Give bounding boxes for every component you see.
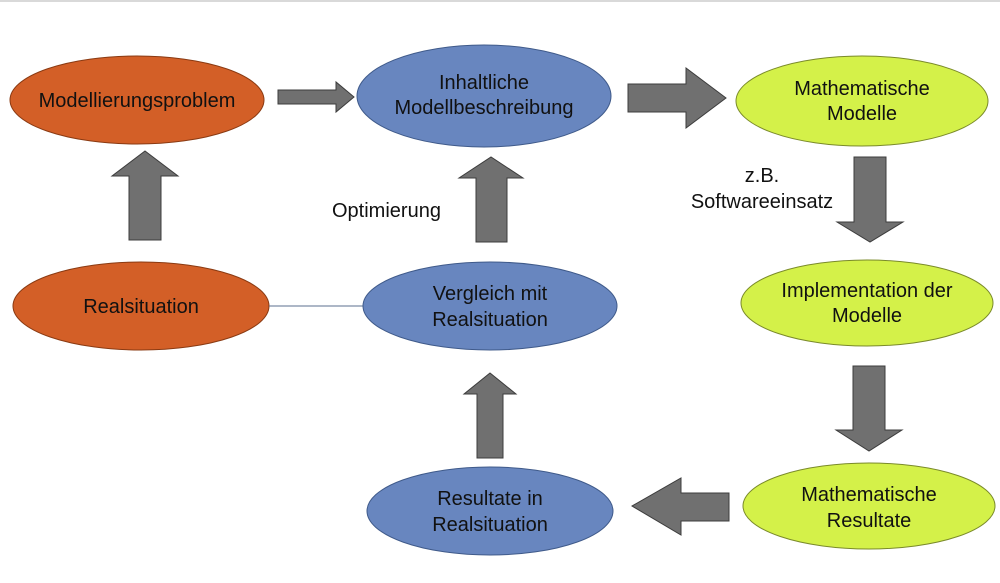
arrow-right-2	[627, 67, 727, 129]
node-inhaltliche-modellbeschreibung[interactable]: Inhaltliche Modellbeschreibung	[356, 44, 612, 148]
node-mathematische-resultate[interactable]: Mathematische Resultate	[742, 462, 996, 550]
node-mathematische-resultate-text-1: Mathematische	[801, 484, 937, 506]
node-vergleich-text-2: Realsituation	[432, 309, 548, 331]
label-zb: z.B.	[745, 165, 779, 187]
arrow-up-1	[110, 150, 180, 241]
node-resultate-real-text-2: Realsituation	[432, 514, 548, 536]
node-implementation-text-2: Modelle	[832, 305, 902, 327]
arrow-left-1	[631, 477, 730, 536]
node-mathematische-modelle-text-1: Mathematische	[794, 78, 930, 100]
node-resultate-in-realsituation[interactable]: Resultate in Realsituation	[366, 466, 614, 556]
node-vergleich-mit-realsituation[interactable]: Vergleich mit Realsituation	[362, 261, 618, 351]
node-inhaltliche-text-1: Inhaltliche	[439, 72, 529, 94]
node-resultate-real-text-1: Resultate in	[437, 488, 543, 510]
node-realsituation[interactable]: Realsituation	[12, 261, 270, 351]
node-modellierungsproblem-text: Modellierungsproblem	[39, 90, 236, 112]
arrow-up-2	[457, 156, 525, 243]
node-mathematische-modelle[interactable]: Mathematische Modelle	[735, 55, 989, 147]
node-realsituation-text: Realsituation	[83, 296, 199, 318]
node-implementation-text-1: Implementation der	[781, 280, 953, 302]
arrow-right-1	[277, 80, 355, 114]
top-border	[0, 0, 1000, 2]
arrow-down-2	[834, 365, 904, 452]
node-mathematische-modelle-text-2: Modelle	[827, 103, 897, 125]
node-implementation-der-modelle[interactable]: Implementation der Modelle	[740, 259, 994, 347]
arrow-up-3	[462, 372, 518, 459]
node-mathematische-resultate-text-2: Resultate	[827, 510, 912, 532]
node-modellierungsproblem[interactable]: Modellierungsproblem	[9, 55, 265, 145]
arrow-down-1	[835, 156, 905, 243]
node-inhaltliche-text-2: Modellbeschreibung	[394, 97, 573, 119]
label-softwareeinsatz: Softwareeinsatz	[691, 191, 833, 213]
node-vergleich-text-1: Vergleich mit	[433, 283, 548, 305]
label-optimierung: Optimierung	[332, 200, 441, 222]
